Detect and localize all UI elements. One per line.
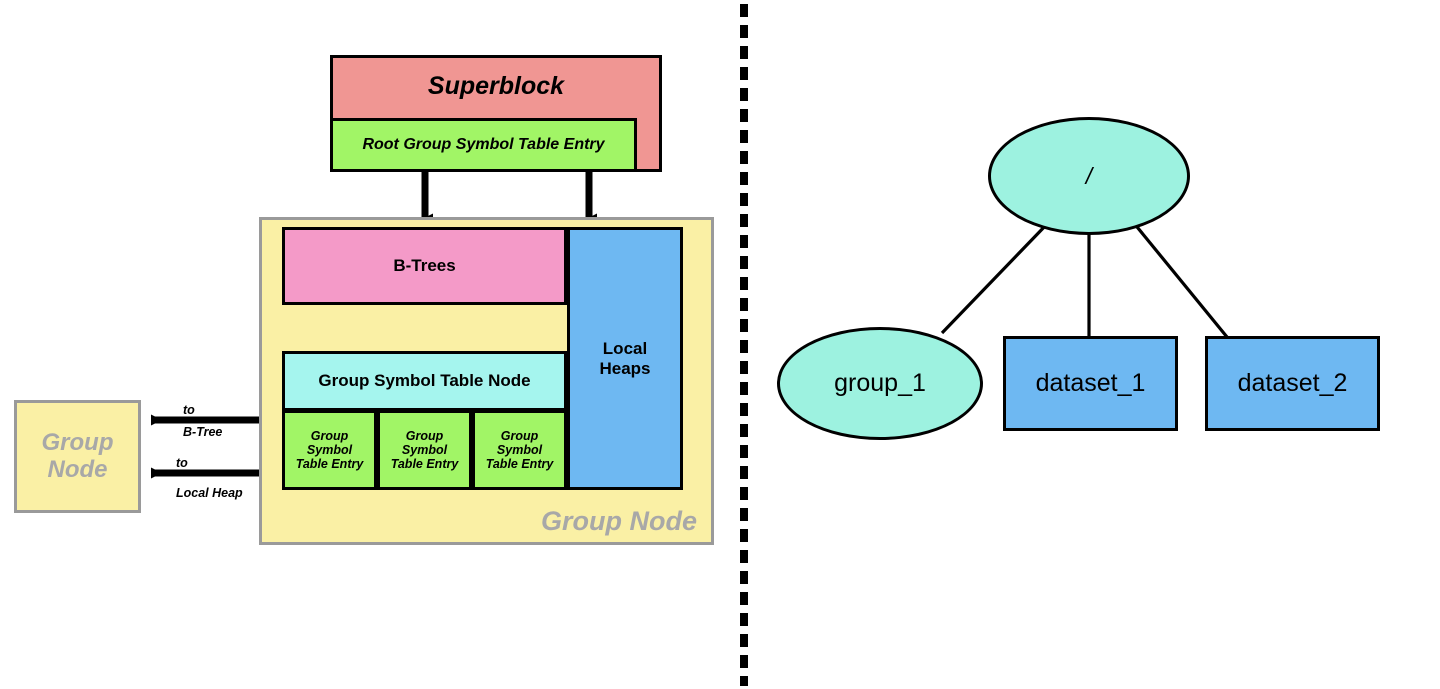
arrow-label-to-local-heap-bottom: Local Heap — [176, 486, 243, 500]
tree-node-dataset-2: dataset_2 — [1205, 336, 1380, 431]
tree-node-root: / — [988, 117, 1190, 235]
local-heaps-box: Local Heaps — [567, 227, 683, 490]
entry-line1: Group — [310, 429, 349, 443]
entry-line2: Symbol — [306, 443, 353, 457]
group-symbol-table-entry: Group Symbol Table Entry — [282, 410, 377, 490]
tree-node-root-label: / — [1085, 162, 1093, 189]
arrow-label-to-btree-bottom: B-Tree — [183, 425, 223, 439]
edge-root-to-dataset2 — [1131, 220, 1229, 339]
entry-line1: Group — [500, 429, 539, 443]
btrees-box: B-Trees — [282, 227, 567, 305]
tree-node-dataset-2-label: dataset_2 — [1237, 369, 1348, 397]
referenced-group-node-line1: Group — [41, 428, 114, 456]
group-symbol-table-node-box: Group Symbol Table Node — [282, 351, 567, 411]
tree-node-group-1: group_1 — [777, 327, 983, 440]
entry-line3: Table Entry — [390, 457, 459, 471]
group-symbol-table-node-label: Group Symbol Table Node — [318, 371, 531, 391]
entry-line1: Group — [405, 429, 444, 443]
tree-node-dataset-1: dataset_1 — [1003, 336, 1178, 431]
entry-line2: Symbol — [401, 443, 448, 457]
referenced-group-node-box: Group Node — [14, 400, 141, 513]
arrow-label-to-local-heap-top: to — [176, 456, 188, 470]
group-symbol-table-entry: Group Symbol Table Entry — [472, 410, 567, 490]
root-group-symbol-table-entry-label: Root Group Symbol Table Entry — [362, 136, 605, 154]
group-symbol-table-entry: Group Symbol Table Entry — [377, 410, 472, 490]
edge-root-to-group1 — [940, 220, 1051, 335]
entry-line2: Symbol — [496, 443, 543, 457]
entry-line3: Table Entry — [295, 457, 364, 471]
referenced-group-node-line2: Node — [47, 455, 108, 483]
local-heaps-label-line1: Local — [602, 339, 648, 359]
arrow-label-to-btree-top: to — [183, 403, 195, 417]
superblock-label: Superblock — [427, 72, 565, 100]
btrees-label: B-Trees — [393, 256, 456, 276]
entry-line3: Table Entry — [485, 457, 554, 471]
group-node-label: Group Node — [541, 505, 697, 536]
tree-node-dataset-1-label: dataset_1 — [1035, 369, 1146, 397]
root-group-symbol-table-entry-box: Root Group Symbol Table Entry — [330, 118, 637, 172]
local-heaps-label-line2: Heaps — [599, 358, 651, 378]
tree-node-group-1-label: group_1 — [834, 369, 926, 397]
